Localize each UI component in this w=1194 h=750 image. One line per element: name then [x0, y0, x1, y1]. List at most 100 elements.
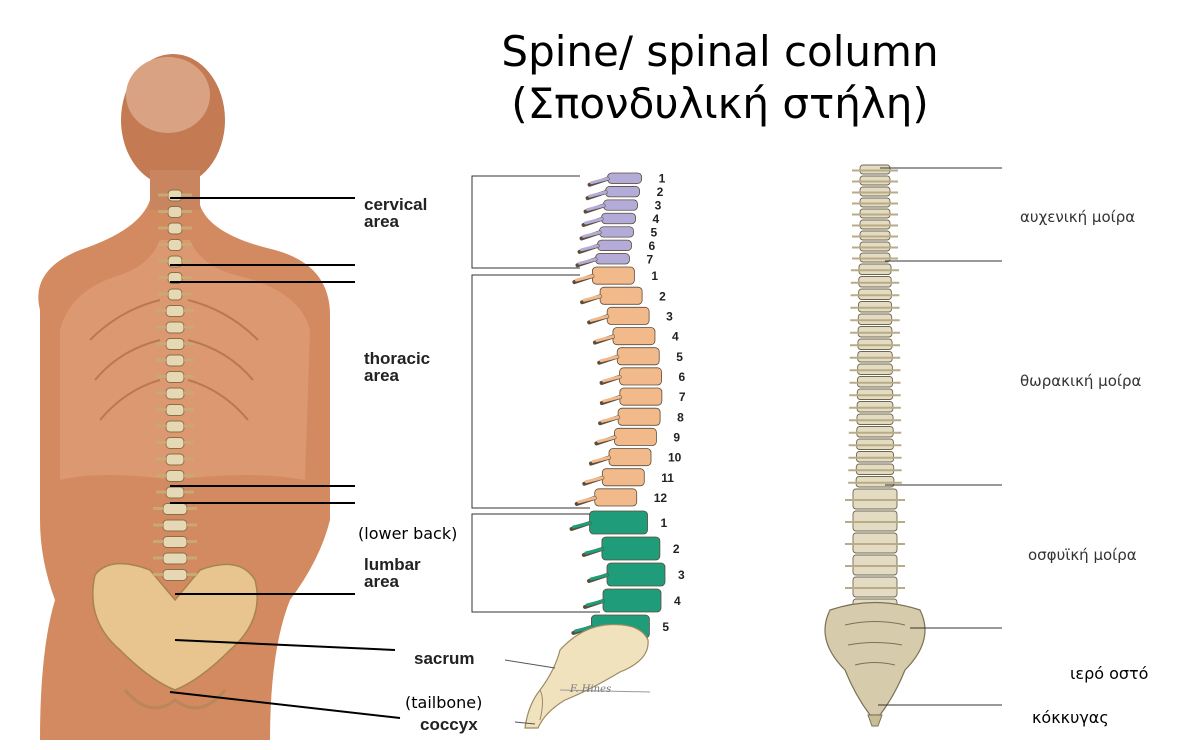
thoracic-area-word: area: [364, 366, 399, 385]
back-vertebra: [165, 338, 185, 350]
side-vertebra-process-fill: [572, 521, 592, 529]
side-vertebra-process-fill: [577, 496, 597, 504]
side-vertebra: [594, 488, 638, 507]
thoracic-word: thoracic: [364, 349, 431, 368]
front-coccyx-shape: [867, 714, 883, 727]
back-vertebra: [167, 222, 183, 235]
vertebra-number: 9: [673, 430, 680, 444]
side-vertebra: [603, 199, 638, 211]
vertebra-number: 6: [649, 239, 656, 253]
side-vertebra: [619, 387, 663, 406]
vertebra-number: 11: [661, 471, 674, 485]
back-vertebra: [165, 387, 185, 400]
frontal-spine: [824, 164, 926, 727]
vertebra-number: 5: [651, 225, 658, 239]
side-vertebra-process-fill: [573, 625, 593, 633]
side-vertebra: [597, 239, 632, 251]
lumbar-word: lumbar: [364, 555, 421, 574]
side-vertebra: [606, 562, 666, 587]
thoracic-area-label: thoracic area: [364, 350, 430, 384]
lower-back-note: (lower back): [358, 524, 458, 543]
side-vertebra-process-fill: [578, 257, 598, 265]
side-vertebra: [599, 286, 643, 305]
side-vertebra: [607, 172, 642, 184]
side-vertebra-process-fill: [584, 217, 604, 225]
back-vertebra: [165, 453, 185, 466]
side-vertebra-process-fill: [589, 573, 609, 581]
side-vertebra: [608, 448, 652, 467]
back-leader-lines: [169, 197, 401, 719]
side-vertebra-process-fill: [582, 230, 602, 238]
side-vertebra-process-fill: [602, 395, 622, 403]
side-vertebra-process-fill: [602, 375, 622, 383]
back-vertebra: [162, 552, 188, 565]
side-vertebra-process-fill: [586, 204, 606, 212]
greek-lumbar-label: οσφυϊκή μοίρα: [1028, 546, 1137, 564]
side-vertebra-process-fill: [599, 355, 619, 363]
back-vertebra: [167, 288, 183, 301]
signature-line: [559, 689, 651, 693]
vertebra-number: 1: [659, 172, 666, 186]
side-vertebra-process-fill: [589, 314, 609, 322]
lumbar-area-word: area: [364, 572, 399, 591]
skull-shape: [126, 57, 210, 133]
back-vertebra: [165, 321, 185, 334]
vertebra-number: 3: [678, 568, 685, 582]
human-back-illustration: [38, 54, 330, 740]
back-vertebra: [165, 437, 185, 449]
side-vertebra: [591, 266, 635, 285]
greek-thoracic-label: θωρακική μοίρα: [1020, 372, 1142, 390]
tailbone-note: (tailbone): [405, 693, 483, 712]
coccyx-label: coccyx: [420, 715, 478, 734]
vertebra-number: 2: [673, 542, 680, 556]
buttock-crease: [123, 689, 227, 710]
back-vertebra: [165, 305, 185, 317]
side-vertebra: [589, 510, 648, 535]
cervical-area-label: cervical area: [364, 196, 427, 230]
vertebra-number: 3: [666, 309, 673, 323]
side-vertebra: [617, 407, 661, 426]
vertebra-number: 1: [661, 516, 668, 530]
back-vertebra: [165, 420, 185, 433]
vertebra-number: 2: [659, 289, 666, 303]
back-vertebra: [165, 404, 185, 416]
vertebra-number: 5: [662, 620, 669, 634]
vertebra-number: 6: [679, 370, 686, 384]
vertebra-number: 3: [655, 199, 662, 213]
side-vertebra-process-fill: [584, 476, 604, 484]
greek-cervical-label: αυχενική μοίρα: [1020, 208, 1136, 226]
side-vertebra-process-fill: [574, 274, 594, 282]
greek-sacrum-label: ιερό οστό: [1070, 664, 1149, 683]
vertebra-number: 4: [653, 212, 660, 226]
side-vertebra-process-fill: [582, 294, 602, 302]
back-vertebra: [162, 569, 188, 581]
rib-lines: [89, 299, 259, 421]
vertebra-number: 12: [654, 491, 668, 505]
side-vertebra: [619, 367, 662, 386]
coccyx-leader: [514, 721, 536, 725]
vertebra-number: 4: [672, 330, 679, 344]
pelvis-shape: [92, 562, 258, 691]
vertebra-number: 7: [679, 390, 686, 404]
side-vertebra-process-fill: [600, 415, 620, 423]
back-vertebra: [167, 206, 183, 218]
side-vertebra-process-fill: [590, 177, 610, 185]
side-vertebra-process-fill: [585, 599, 605, 607]
side-vertebra: [601, 468, 645, 487]
back-vertebra: [165, 470, 185, 482]
artist-signature: F. Hines: [569, 684, 611, 695]
region-brackets: [471, 175, 600, 613]
vertebra-number: 5: [676, 350, 683, 364]
side-vertebra: [605, 186, 640, 198]
sacrum-leader: [504, 659, 556, 669]
side-vertebra: [612, 327, 656, 346]
side-vertebra-process-fill: [591, 456, 611, 464]
back-vertebra: [162, 519, 188, 532]
back-vertebra: [165, 354, 185, 367]
front-sacrum-shape: [824, 601, 926, 716]
cervical-word: cervical: [364, 195, 428, 214]
back-vertebra: [167, 189, 183, 202]
vertebra-number: 2: [657, 185, 664, 199]
